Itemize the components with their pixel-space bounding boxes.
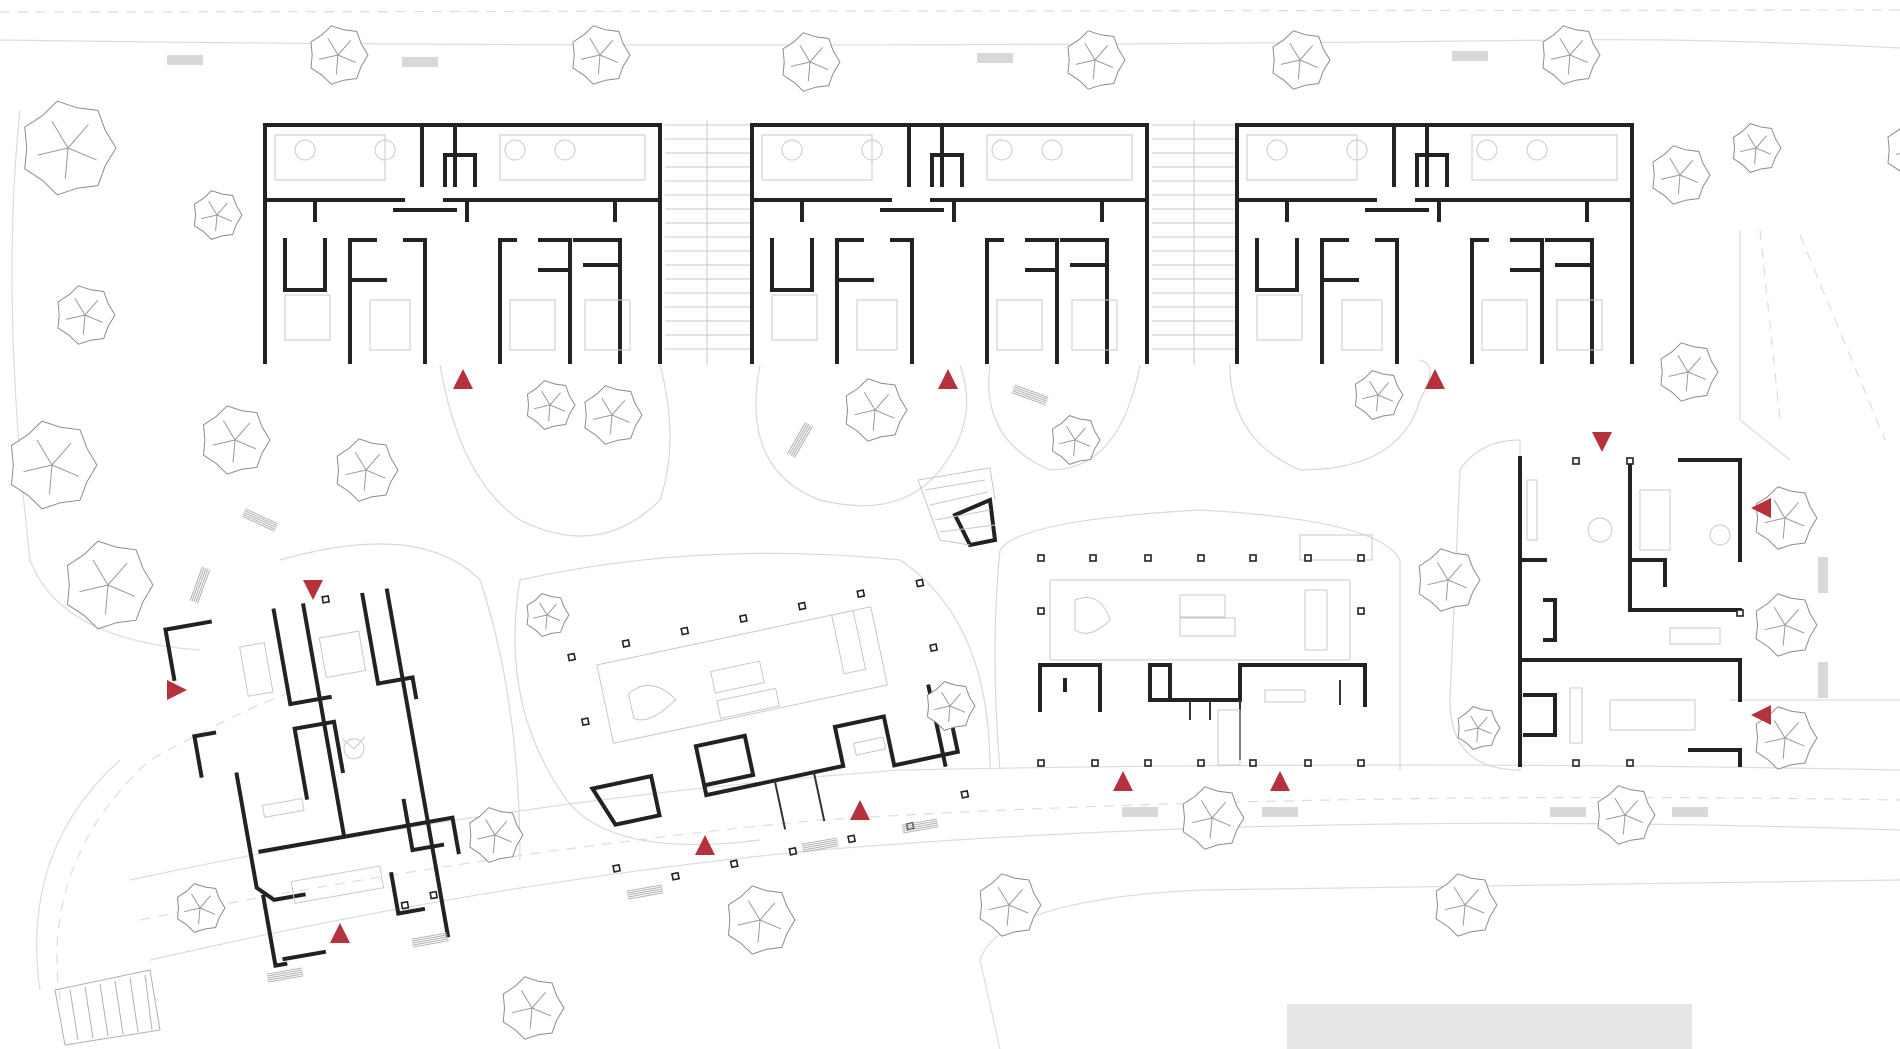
tree-icon <box>584 385 643 445</box>
bike-rack <box>54 969 161 1046</box>
row-house-module <box>263 120 750 365</box>
tree-icon <box>502 976 565 1040</box>
tree-icon <box>1755 706 1818 770</box>
bench-icon <box>1262 807 1298 817</box>
triangle-marker-icon <box>303 580 323 600</box>
bench-icon <box>977 53 1013 63</box>
tree-icon <box>1418 548 1481 612</box>
tree-icon <box>66 540 154 630</box>
row-house-module <box>750 120 1237 365</box>
triangle-marker-icon <box>330 923 350 943</box>
triangle-marker-icon <box>1113 771 1133 791</box>
tree-icon <box>1660 342 1719 402</box>
tree-icon <box>193 190 243 240</box>
tree-icon <box>1272 30 1331 90</box>
building-right-center <box>1037 534 1373 767</box>
tree-icon <box>979 873 1042 937</box>
bench-icon <box>1550 807 1586 817</box>
terrace-row-houses <box>263 120 1634 365</box>
tree-icon <box>176 883 226 933</box>
bench-icon <box>787 422 813 458</box>
triangle-marker-icon <box>1425 369 1445 389</box>
tree-icon <box>10 420 98 510</box>
tree-icon <box>24 100 117 196</box>
bench-icon <box>241 508 279 532</box>
bench-icon <box>189 566 211 604</box>
tree-icon <box>1051 415 1101 465</box>
tree-icon <box>1887 128 1900 172</box>
bench-icon <box>1672 807 1708 817</box>
triangle-marker-icon <box>167 680 187 700</box>
tree-icon <box>782 32 841 92</box>
triangle-marker-icon <box>1592 432 1612 452</box>
triangle-marker-icon <box>453 369 473 389</box>
tree-icon <box>469 807 524 863</box>
tree-icon <box>926 681 976 731</box>
landscape-lines <box>0 9 1900 1049</box>
tree-icon <box>1755 593 1818 657</box>
tree-icon <box>572 25 631 85</box>
bench-icon <box>901 818 939 834</box>
tree-icon <box>526 593 570 637</box>
triangle-marker-icon <box>1270 771 1290 791</box>
bench-icon <box>801 837 839 853</box>
tree-icon <box>526 380 576 430</box>
parking-area <box>1287 1004 1692 1049</box>
triangle-marker-icon <box>1751 705 1771 725</box>
tree-icon <box>1732 123 1782 173</box>
stair-structure <box>917 467 998 548</box>
building-middle-rotated <box>567 578 970 881</box>
triangle-marker-icon <box>1751 498 1771 518</box>
tree-icon <box>1354 370 1404 420</box>
tree-icon <box>1597 785 1656 845</box>
row-house-module <box>1235 123 1634 364</box>
bench-icon <box>1818 662 1828 698</box>
tree-icon <box>336 438 399 502</box>
benches <box>167 51 1828 983</box>
bench-icon <box>1122 807 1158 817</box>
tree-icon <box>202 405 271 475</box>
triangle-marker-icon <box>850 800 870 820</box>
bench-icon <box>1818 557 1828 593</box>
trees <box>10 25 1900 1040</box>
tree-icon <box>1652 145 1711 205</box>
bench-icon <box>402 57 438 67</box>
bench-icon <box>1452 51 1488 61</box>
building-left-rotated <box>163 588 461 968</box>
triangle-marker-icon <box>938 369 958 389</box>
bench-icon <box>266 967 304 983</box>
bench-icon <box>626 884 664 900</box>
tree-icon <box>1067 30 1126 90</box>
tree-icon <box>57 285 116 345</box>
bench-icon <box>1011 384 1049 406</box>
tree-icon <box>1457 706 1501 750</box>
tree-icon <box>1755 486 1818 550</box>
entrance-markers <box>167 369 1771 943</box>
bench-icon <box>167 55 203 65</box>
triangle-marker-icon <box>695 835 715 855</box>
tree-icon <box>1542 25 1601 85</box>
tree-icon <box>1182 786 1245 850</box>
bench-icon <box>411 932 449 948</box>
tree-icon <box>310 25 369 85</box>
tree-icon <box>727 885 796 955</box>
tree-icon <box>845 378 908 442</box>
tree-icon <box>1435 873 1498 937</box>
building-right-end <box>1518 456 1744 767</box>
